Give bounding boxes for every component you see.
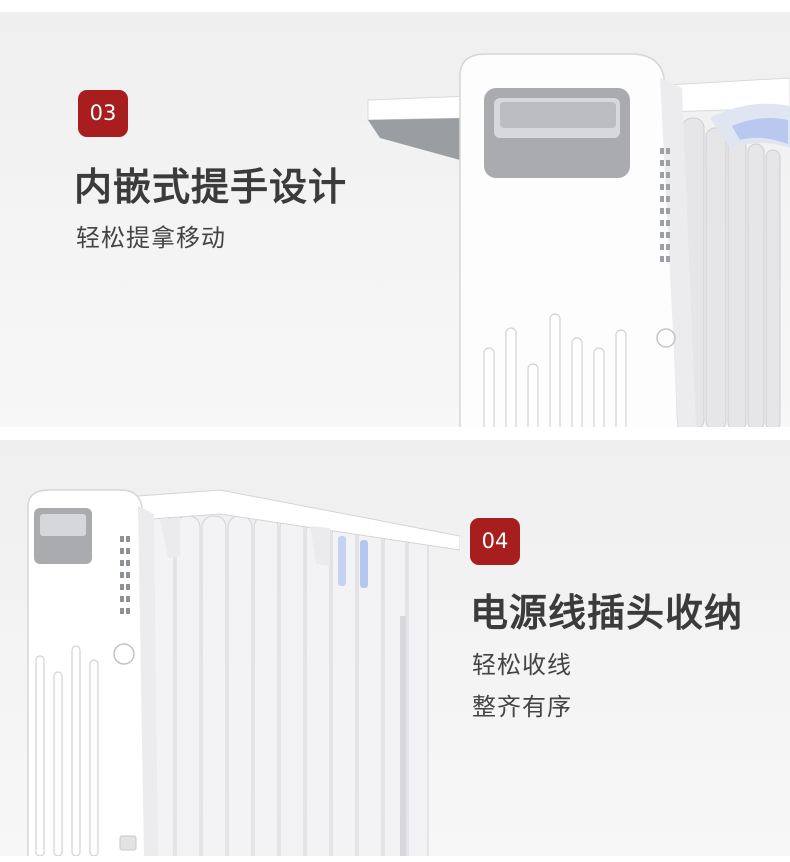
feature-subtitle: 轻松提拿移动 [76, 224, 226, 252]
feature-title: 电源线插头收纳 [470, 591, 744, 635]
heater-handle-illustration [367, 53, 790, 427]
feature-subtitle-line-2: 整齐有序 [472, 693, 572, 721]
section-number-badge: 04 [470, 518, 520, 565]
feature-panel-cord-storage: 04 电源线插头收纳 轻松收线 整齐有序 [0, 440, 790, 856]
feature-title: 内嵌式提手设计 [74, 165, 348, 209]
section-number-badge: 03 [78, 90, 128, 137]
heater-cord-storage-illustration [27, 489, 460, 856]
feature-subtitle-line-1: 轻松收线 [472, 651, 572, 679]
feature-panel-handle: 03 内嵌式提手设计 轻松提拿移动 [0, 12, 790, 427]
